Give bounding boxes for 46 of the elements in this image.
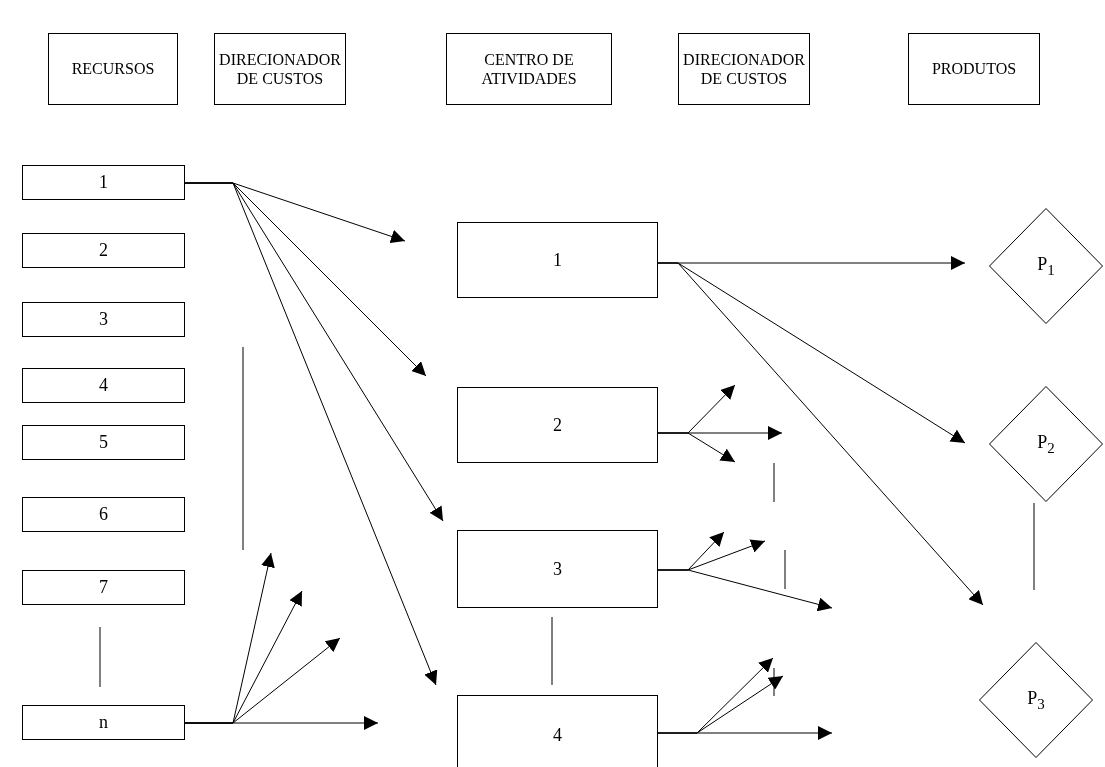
resource-box — [22, 368, 185, 403]
node-label: 7 — [99, 577, 108, 598]
node-label: 4 — [99, 375, 108, 396]
column-header-box — [214, 33, 346, 105]
resource-box — [22, 497, 185, 532]
node-label: DIRECIONADOR DE CUSTOS — [682, 49, 806, 89]
product-diamond — [989, 208, 1103, 324]
arrow — [657, 726, 833, 740]
resource-box — [22, 705, 185, 740]
node-label: P$_{2}$ — [1037, 431, 1055, 457]
node-label: CENTRO DE ATIVIDADES — [480, 49, 578, 89]
node-label: RECURSOS — [71, 59, 155, 79]
node-label: n — [99, 712, 108, 733]
node-label: 5 — [99, 432, 108, 453]
resource-box — [22, 165, 185, 200]
column-header-box — [446, 33, 612, 105]
node-label: P$_{3}$ — [1027, 687, 1045, 713]
node-label: 2 — [99, 240, 108, 261]
column-header-box — [678, 33, 810, 105]
node-label: 1 — [553, 249, 562, 271]
activity-box — [457, 222, 658, 298]
node-label: 4 — [553, 724, 562, 746]
column-header-box — [48, 33, 178, 105]
arrow — [184, 716, 379, 730]
activity-box — [457, 387, 658, 463]
arrow — [657, 262, 984, 606]
column-header-box — [908, 33, 1040, 105]
node-label: 3 — [99, 309, 108, 330]
resource-box — [22, 570, 185, 605]
node-label: PRODUTOS — [931, 59, 1017, 79]
node-label: 1 — [99, 172, 108, 193]
activity-box — [457, 530, 658, 608]
resource-box — [22, 233, 185, 268]
resource-box — [22, 302, 185, 337]
arrow — [184, 182, 438, 686]
node-label: P$_{1}$ — [1037, 253, 1055, 279]
node-label: 2 — [553, 414, 562, 436]
node-label: DIRECIONADOR DE CUSTOS — [218, 49, 342, 89]
node-label: 6 — [99, 504, 108, 525]
arrow — [657, 432, 736, 463]
arrow — [657, 569, 833, 612]
node-label: 3 — [553, 558, 562, 580]
resource-box — [22, 425, 185, 460]
product-diamond — [979, 642, 1093, 758]
activity-box — [457, 695, 658, 767]
product-diamond — [989, 386, 1103, 502]
